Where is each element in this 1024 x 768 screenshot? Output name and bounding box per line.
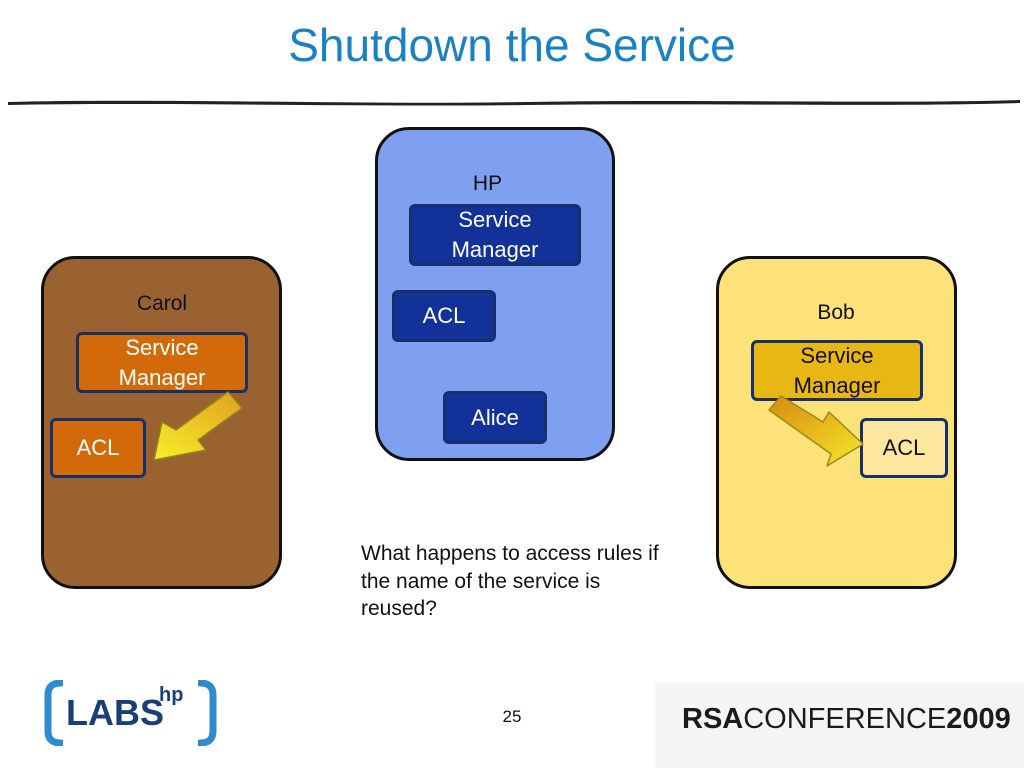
labs-logo-text: LABS — [66, 692, 164, 733]
rsa-logo-background — [655, 683, 1024, 768]
title-divider — [8, 100, 1020, 106]
rsa-conference-logo: RSACONFERENCE2009 — [682, 703, 1011, 736]
rsa-logo-middle: CONFERENCE — [743, 703, 947, 735]
question-text: What happens to access rules if the name… — [361, 542, 659, 621]
bob-acl-box: ACL — [860, 418, 948, 478]
carol-acl-box: ACL — [50, 418, 146, 478]
slide-title: Shutdown the Service — [288, 19, 736, 71]
hp-service-manager-box: Service Manager — [409, 204, 581, 266]
rsa-logo-year: 2009 — [946, 703, 1011, 735]
carol-panel-label: Carol — [136, 292, 188, 315]
labs-left-bracket-icon — [44, 680, 63, 746]
rsa-logo-prefix: RSA — [682, 703, 744, 735]
bob-panel-label: Bob — [817, 301, 855, 324]
labs-right-bracket-icon — [198, 680, 217, 746]
labs-logo-hp: hp — [159, 684, 184, 706]
hp-acl-box: ACL — [392, 290, 496, 342]
carol-service-manager-box: Service Manager — [76, 332, 248, 393]
alice-box: Alice — [443, 391, 547, 444]
hp-panel-label: HP — [472, 172, 503, 195]
bob-arrow-icon — [768, 395, 864, 467]
page-number: 25 — [502, 707, 522, 726]
bob-service-manager-box: Service Manager — [751, 340, 923, 401]
carol-arrow-icon — [153, 391, 243, 461]
